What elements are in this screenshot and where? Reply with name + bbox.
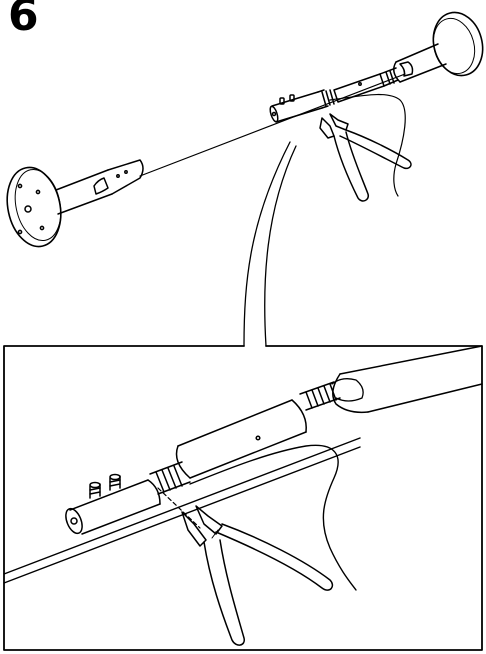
overview-scene (0, 7, 486, 346)
detail-frame (4, 346, 482, 650)
tension-wire-detail-a (4, 438, 360, 574)
callout-leader-left (244, 142, 290, 346)
wall-anchor-right (394, 7, 486, 82)
cut-wire-end-detail (190, 445, 356, 590)
adjustment-screw (90, 475, 120, 499)
callout-leader-right (265, 146, 296, 346)
tension-wire-detail-b (4, 447, 360, 583)
connector-end-block (63, 480, 160, 536)
side-cutter-pliers-overview (320, 114, 411, 201)
detail-panel (4, 346, 482, 650)
side-cutter-pliers (182, 506, 332, 645)
cut-wire-end (330, 95, 405, 196)
wire-connector (269, 68, 398, 123)
tension-wire (140, 74, 405, 176)
anchor-rod-detail (332, 346, 482, 412)
wall-anchor-left (0, 160, 143, 252)
